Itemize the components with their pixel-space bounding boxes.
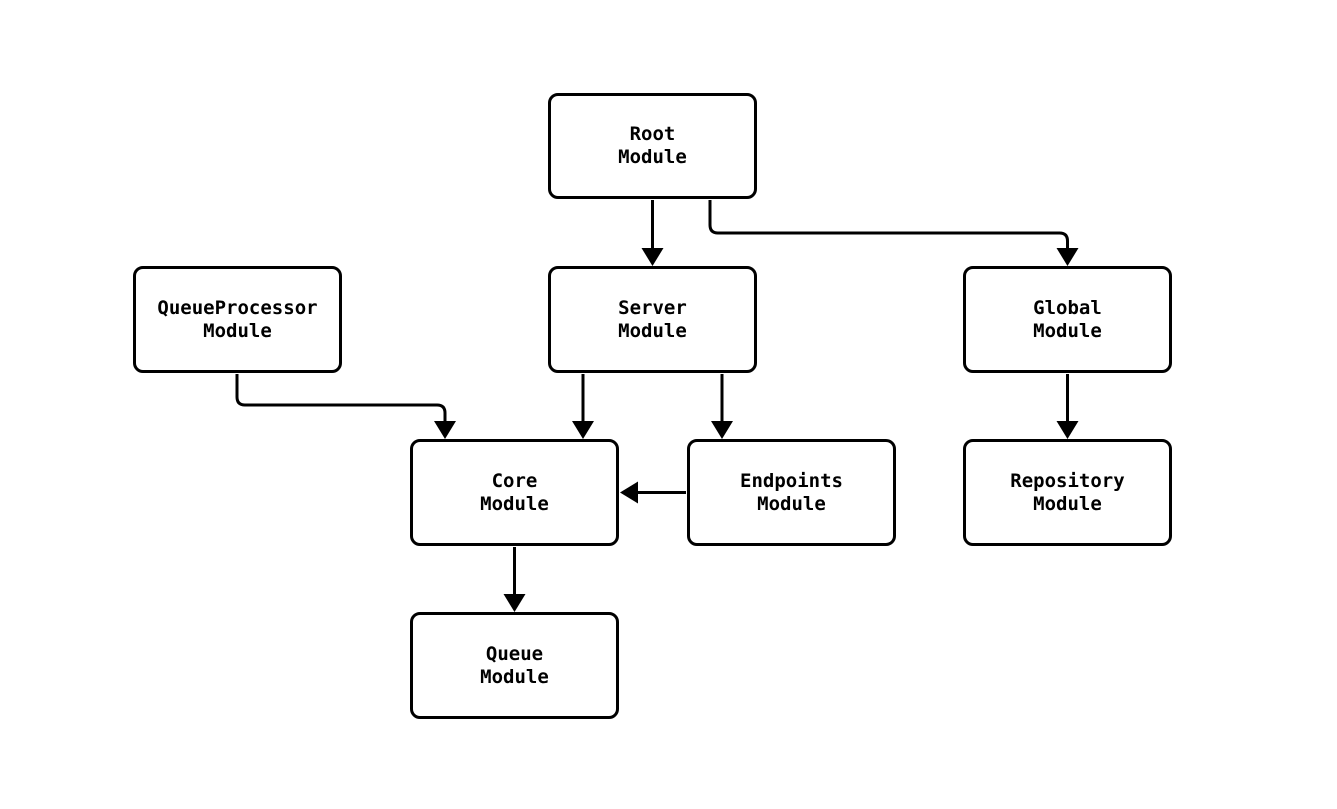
node-label-line: Global bbox=[1033, 296, 1102, 319]
node-label-line: Server bbox=[618, 296, 687, 319]
node-label-line: QueueProcessor bbox=[157, 296, 318, 319]
node-label-line: Module bbox=[618, 146, 687, 168]
node-label-line: Queue bbox=[485, 642, 544, 665]
node-label-line: Module bbox=[1033, 492, 1102, 515]
node-label-line: Module bbox=[1033, 319, 1102, 342]
node-queue-module: Queue Module bbox=[410, 612, 619, 719]
node-label-line: Repository bbox=[1010, 469, 1125, 492]
node-label-line: Module bbox=[480, 492, 549, 515]
node-repository-module: Repository Module bbox=[963, 439, 1172, 546]
edge-server-to-endpoints bbox=[711, 374, 733, 439]
edge-root-to-global bbox=[708, 200, 1079, 266]
node-label-line: Module bbox=[618, 319, 687, 342]
node-label-line: Module bbox=[757, 492, 826, 515]
node-root-module: Root Module bbox=[548, 93, 757, 199]
node-endpoints-module: Endpoints Module bbox=[687, 439, 896, 546]
edge-root-to-server bbox=[641, 200, 664, 266]
node-label-line: Root bbox=[629, 123, 676, 145]
node-global-module: Global Module bbox=[963, 266, 1172, 373]
node-core-module: Core Module bbox=[410, 439, 619, 546]
node-label-line: Core bbox=[491, 469, 538, 492]
node-server-module: Server Module bbox=[548, 266, 757, 373]
edge-core-to-queue bbox=[503, 547, 526, 612]
edge-server-to-core bbox=[572, 374, 594, 439]
edge-queueprocessor-to-core bbox=[235, 374, 456, 439]
edge-global-to-repository bbox=[1056, 374, 1079, 439]
edge-endpoints-to-core bbox=[620, 481, 686, 504]
node-label-line: Module bbox=[480, 665, 549, 688]
node-label-line: Module bbox=[203, 319, 272, 342]
node-label-line: Endpoints bbox=[740, 469, 843, 492]
node-queueprocessor-module: QueueProcessor Module bbox=[133, 266, 342, 373]
